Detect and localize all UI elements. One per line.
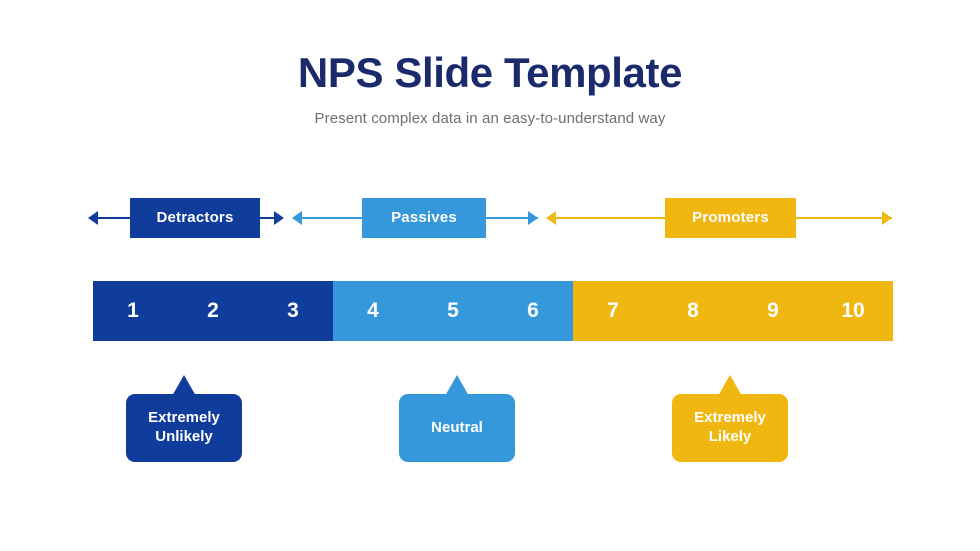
arrow-left-icon-detractors xyxy=(88,211,98,225)
callout-group: Extremely Unlikely Neutral Extremely Lik… xyxy=(0,375,980,470)
callout-line-1: Extremely xyxy=(694,409,766,427)
arrow-right-icon-promoters xyxy=(882,211,892,225)
scale-segment-promoters: 7 8 9 10 xyxy=(573,281,893,341)
arrow-left-icon-promoters xyxy=(546,211,556,225)
callout-pointer-icon-extremely-unlikely xyxy=(172,375,196,396)
scale-cell[interactable]: 1 xyxy=(127,299,139,322)
scale-segment-passives: 4 5 6 xyxy=(333,281,573,341)
slide-header: NPS Slide Template Present complex data … xyxy=(0,49,980,128)
page-subtitle: Present complex data in an easy-to-under… xyxy=(314,110,666,127)
category-label-promoters[interactable]: Promoters xyxy=(665,198,796,238)
category-label-detractors[interactable]: Detractors xyxy=(130,198,260,238)
scale-cell[interactable]: 3 xyxy=(287,299,299,322)
scale-cell[interactable]: 6 xyxy=(527,299,539,322)
callout-pointer-icon-extremely-likely xyxy=(718,375,742,396)
scale-cell[interactable]: 5 xyxy=(447,299,459,322)
category-label-passives[interactable]: Passives xyxy=(362,198,486,238)
scale-cell[interactable]: 2 xyxy=(207,299,219,322)
callout-extremely-likely[interactable]: Extremely Likely xyxy=(672,394,788,462)
arrow-right-icon-detractors xyxy=(274,211,284,225)
scale-cell[interactable]: 10 xyxy=(841,299,865,322)
callout-text-neutral: Neutral xyxy=(431,418,483,436)
callout-pointer-icon-neutral xyxy=(445,375,469,396)
category-group-detractors: Detractors xyxy=(88,198,288,238)
scale-cell[interactable]: 9 xyxy=(767,299,779,322)
callout-line-1: Extremely xyxy=(148,409,220,427)
page-title: NPS Slide Template xyxy=(297,49,683,96)
scale-cell[interactable]: 4 xyxy=(367,299,379,322)
callout-line-2: Unlikely xyxy=(155,428,213,445)
callout-text-extremely-likely: Extremely Likely xyxy=(694,409,766,447)
arrow-left-icon-passives xyxy=(292,211,302,225)
nps-scale-bar: 1 2 3 4 5 6 7 8 9 10 xyxy=(93,281,893,341)
scale-cell[interactable]: 8 xyxy=(687,299,699,322)
scale-segment-detractors: 1 2 3 xyxy=(93,281,333,341)
callout-neutral[interactable]: Neutral xyxy=(399,394,515,462)
callout-extremely-unlikely[interactable]: Extremely Unlikely xyxy=(126,394,242,462)
category-group-passives: Passives xyxy=(292,198,542,238)
scale-cell[interactable]: 7 xyxy=(607,299,619,322)
callout-line-2: Likely xyxy=(708,428,752,445)
callout-text-extremely-unlikely: Extremely Unlikely xyxy=(148,409,220,447)
category-legend-band: Detractors Passives Promoters xyxy=(0,198,980,238)
category-group-promoters: Promoters xyxy=(546,198,896,238)
arrow-right-icon-passives xyxy=(528,211,538,225)
